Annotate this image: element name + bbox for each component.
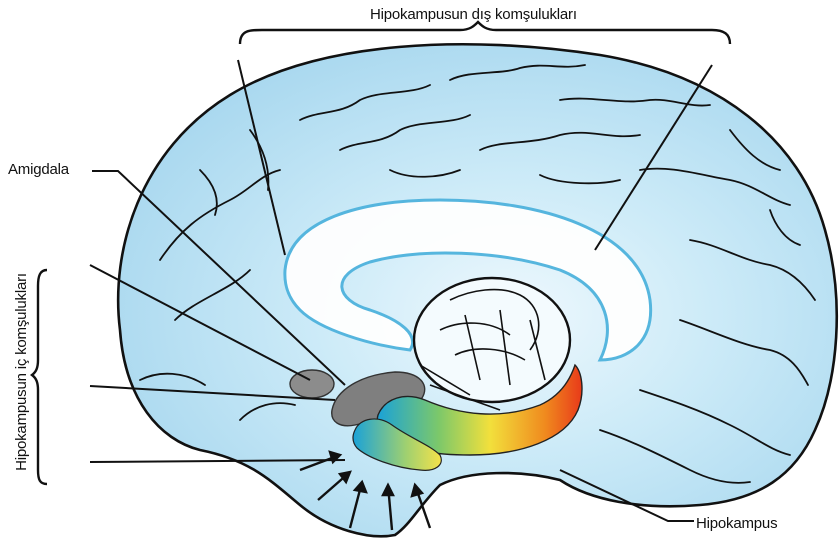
outer-neighbors-bracket [240,22,730,44]
thalamus [414,278,570,402]
amygdala-label: Amigdala [8,161,69,178]
amygdala-small [290,370,334,398]
outer-neighbors-label: Hipokampusun dış komşulukları [370,6,577,23]
inner-neighbors-label: Hipokampusun iç komşulukları [13,252,30,492]
hippocampus-label: Hipokampus [696,515,777,532]
inner-neighbors-bracket [32,270,47,484]
